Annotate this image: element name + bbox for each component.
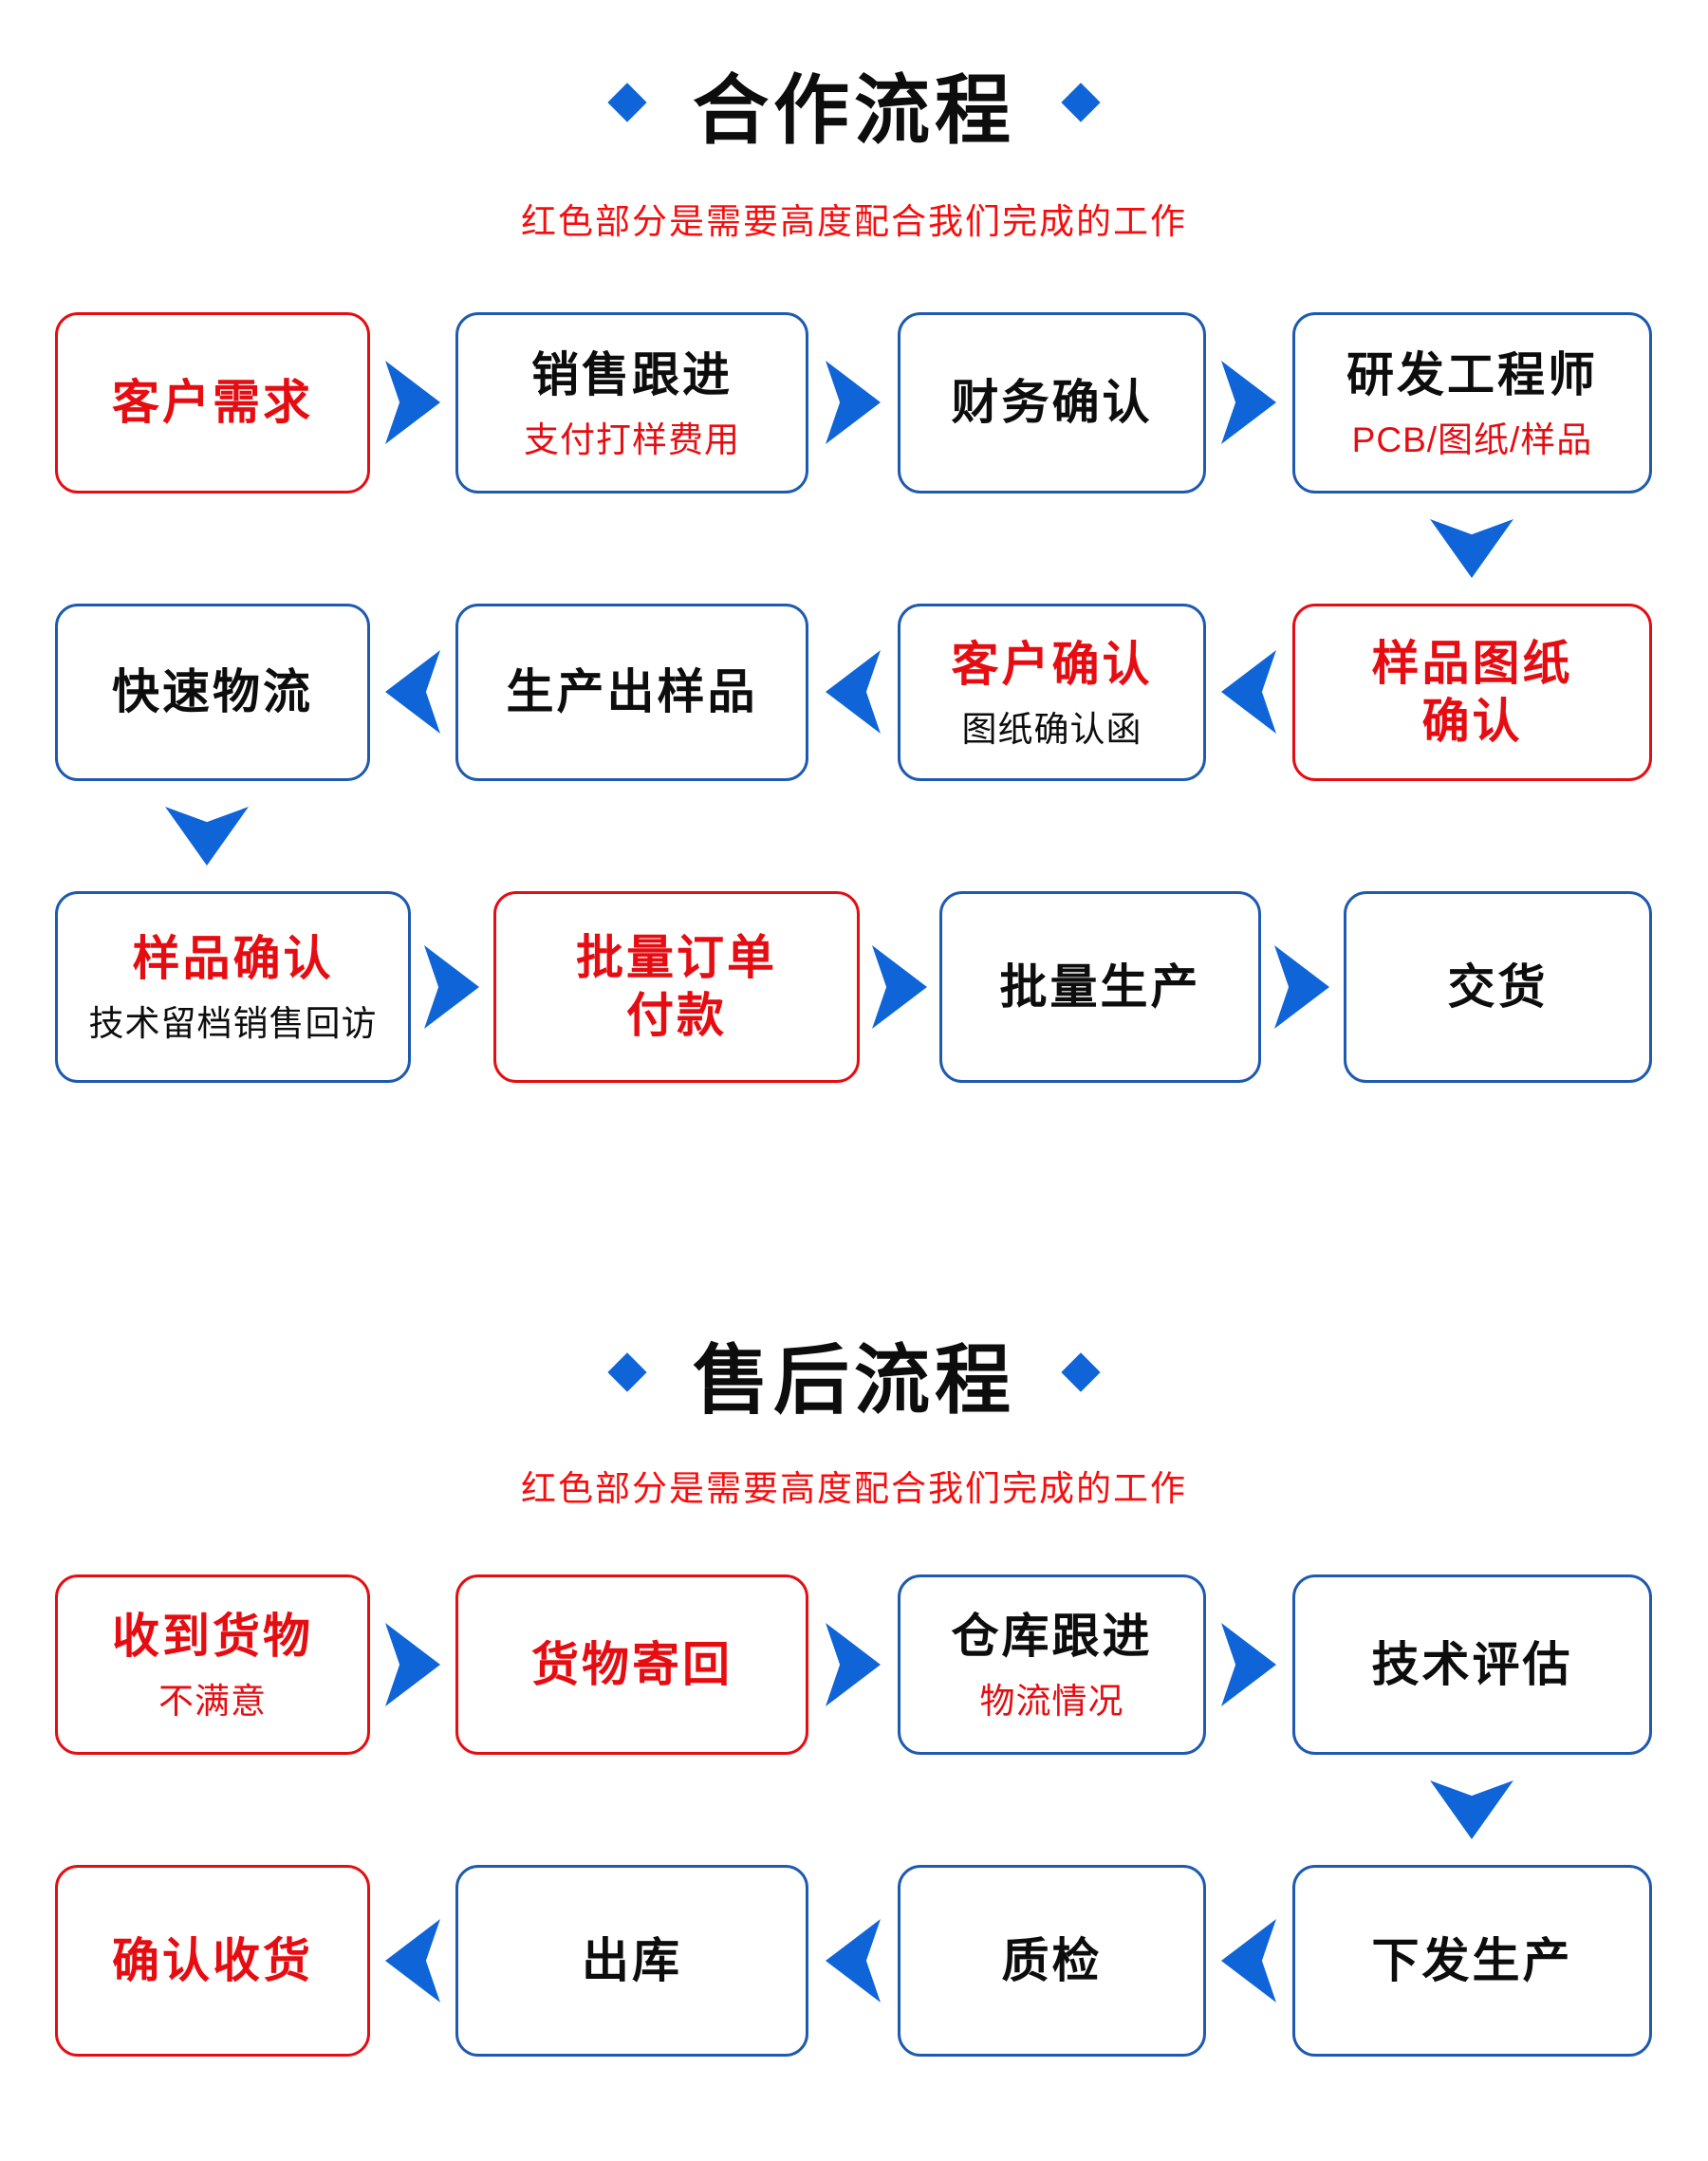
arrow-right-icon <box>1221 361 1276 444</box>
diamond-icon: ◆ <box>607 1339 647 1397</box>
flow-box-title: 收到货物 <box>112 1610 313 1664</box>
flow-box-bulk-order-payment: 批量订单 付款 <box>493 891 860 1083</box>
flow-box-title: 下发生产 <box>1371 1933 1573 1987</box>
flow-box-title: 客户需求 <box>112 376 313 429</box>
arrow-left-icon <box>826 1919 881 2003</box>
flow-box-title: 批量生产 <box>999 959 1201 1014</box>
arrow-right-icon <box>385 361 440 444</box>
arrow-right-icon <box>1274 945 1329 1029</box>
diamond-icon: ◆ <box>1061 1339 1101 1397</box>
flow-box-title: 质检 <box>1001 1933 1103 1987</box>
flow-box-title: 仓库跟进 <box>951 1610 1153 1664</box>
flow-box-customer-confirm: 客户确认 图纸确认函 <box>898 604 1206 781</box>
flow-box-sample-drawing-confirm: 样品图纸 确认 <box>1292 604 1652 781</box>
flow-box-customer-demand: 客户需求 <box>55 312 370 494</box>
flow-box-tech-evaluation: 技术评估 <box>1292 1574 1652 1755</box>
flow-box-subtitle: 物流情况 <box>979 1682 1124 1722</box>
arrow-left-icon <box>1221 650 1276 734</box>
flow-box-sample-confirm: 样品确认 技术留档销售回访 <box>55 891 411 1083</box>
flow-box-produce-sample: 生产出样品 <box>455 604 808 781</box>
flow-box-title: 确认收货 <box>112 1933 313 1987</box>
arrow-left-icon <box>1221 1919 1276 2003</box>
flow-box-subtitle: 图纸确认函 <box>961 709 1142 749</box>
flow-box-finance-confirm: 财务确认 <box>898 312 1206 494</box>
arrow-down-icon <box>1430 519 1513 578</box>
flow-box-sales-follow-up: 销售跟进 支付打样费用 <box>455 312 808 494</box>
flow-box-title: 货物寄回 <box>531 1637 733 1691</box>
flow-box-warehouse-follow-up: 仓库跟进 物流情况 <box>898 1574 1206 1755</box>
flow-box-delivery: 交货 <box>1344 891 1652 1083</box>
flow-box-title: 研发工程师 <box>1346 347 1598 401</box>
flow-box-confirm-receipt: 确认收货 <box>55 1865 370 2057</box>
flow-box-title: 批量订单 付款 <box>576 931 777 1042</box>
flow-box-subtitle: 不满意 <box>158 1682 267 1722</box>
flow-box-title: 销售跟进 <box>531 347 733 401</box>
flow-box-subtitle: PCB/图纸/样品 <box>1351 419 1593 459</box>
flow-box-title: 技术评估 <box>1371 1637 1573 1691</box>
section2-subtitle: 红色部分是需要高度配合我们完成的工作 <box>521 1469 1187 1508</box>
flow-box-title: 财务确认 <box>951 376 1153 429</box>
section1-title-text: 合作流程 <box>693 68 1015 153</box>
flow-box-title: 样品确认 <box>132 932 334 986</box>
flow-box-fast-logistics: 快速物流 <box>55 604 370 781</box>
flow-box-rd-engineer: 研发工程师 PCB/图纸/样品 <box>1292 312 1652 494</box>
flow-box-title: 生产出样品 <box>506 665 758 718</box>
arrow-right-icon <box>1221 1623 1276 1706</box>
arrow-down-icon <box>1430 1780 1513 1839</box>
flow-box-title: 出库 <box>582 1933 682 1987</box>
arrow-right-icon <box>826 1623 881 1706</box>
arrow-right-icon <box>424 945 479 1029</box>
flow-box-quality-check: 质检 <box>898 1865 1206 2057</box>
flow-box-title: 客户确认 <box>951 637 1153 691</box>
flow-box-subtitle: 支付打样费用 <box>524 419 740 459</box>
flow-box-goods-return: 货物寄回 <box>455 1574 808 1755</box>
arrow-right-icon <box>872 945 927 1029</box>
flow-box-title: 样品图纸 确认 <box>1371 636 1573 748</box>
arrow-left-icon <box>385 1919 440 2003</box>
flow-box-issue-production: 下发生产 <box>1292 1865 1652 2057</box>
section1-title: ◆ 合作流程 ◆ <box>0 49 1708 159</box>
arrow-right-icon <box>826 361 881 444</box>
flow-box-subtitle: 技术留档销售回访 <box>88 1004 378 1044</box>
diamond-icon: ◆ <box>607 69 647 127</box>
section2-title: ◆ 售后流程 ◆ <box>0 1319 1708 1429</box>
diamond-icon: ◆ <box>1061 69 1101 127</box>
section2-title-text: 售后流程 <box>693 1338 1015 1423</box>
flow-box-title: 快速物流 <box>112 665 313 718</box>
section1-subtitle: 红色部分是需要高度配合我们完成的工作 <box>521 202 1187 241</box>
flow-box-outbound: 出库 <box>455 1865 808 2057</box>
arrow-left-icon <box>826 650 881 734</box>
arrow-left-icon <box>385 650 440 734</box>
flow-box-title: 交货 <box>1447 959 1549 1014</box>
flow-box-bulk-production: 批量生产 <box>939 891 1261 1083</box>
flow-box-goods-received: 收到货物 不满意 <box>55 1574 370 1755</box>
arrow-down-icon <box>165 807 249 866</box>
arrow-right-icon <box>385 1623 440 1706</box>
